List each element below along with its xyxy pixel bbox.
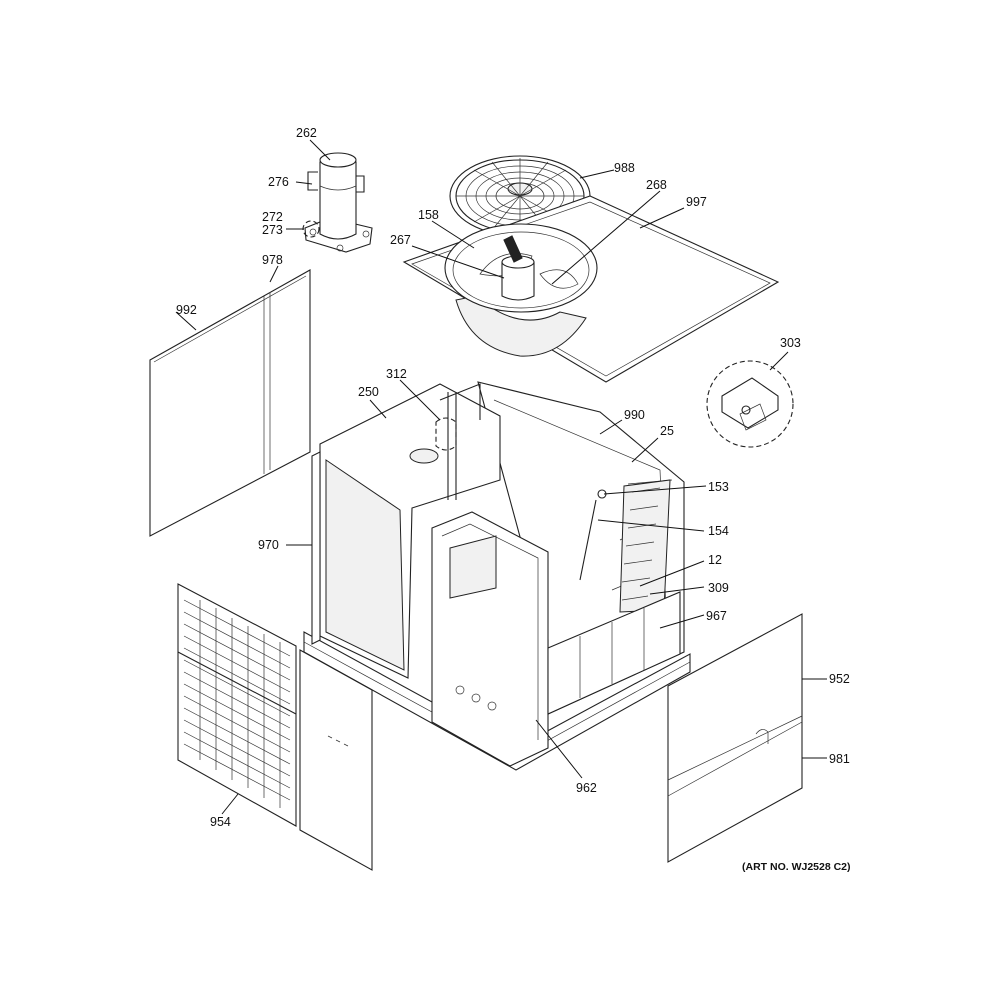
callout-268: 268: [646, 178, 667, 192]
fan-guard: [449, 155, 591, 237]
access-panels: [667, 613, 803, 863]
callout-154: 154: [708, 524, 729, 538]
main-cabinet: [303, 381, 691, 771]
callout-12: 12: [708, 553, 722, 567]
callout-992: 992: [176, 303, 197, 317]
callout-labels: 262 276 272 273 988 268 997 158 267 978 …: [176, 126, 850, 829]
callout-25: 25: [660, 424, 674, 438]
callout-978: 978: [262, 253, 283, 267]
callout-272: 272: [262, 210, 283, 224]
callout-250: 250: [358, 385, 379, 399]
callout-158: 158: [418, 208, 439, 222]
callout-153: 153: [708, 480, 729, 494]
callout-303: 303: [780, 336, 801, 350]
grille-panel: [177, 583, 297, 827]
control-box-detail: [706, 360, 794, 448]
compressor: [302, 152, 373, 253]
top-cover: [402, 195, 780, 383]
callout-262: 262: [296, 126, 317, 140]
callout-309: 309: [708, 581, 729, 595]
callout-990: 990: [624, 408, 645, 422]
callout-967: 967: [706, 609, 727, 623]
art-number-label: (ART NO. WJ2528 C2): [742, 861, 851, 873]
callout-273: 273: [262, 223, 283, 237]
callout-981: 981: [829, 752, 850, 766]
callout-276: 276: [268, 175, 289, 189]
side-panel: [149, 269, 311, 537]
callout-988: 988: [614, 161, 635, 175]
front-panel: [299, 649, 373, 871]
callout-267: 267: [390, 233, 411, 247]
leader-lines: [175, 139, 827, 815]
callout-997: 997: [686, 195, 707, 209]
callout-312: 312: [386, 367, 407, 381]
callout-952: 952: [829, 672, 850, 686]
callout-970: 970: [258, 538, 279, 552]
callout-954: 954: [210, 815, 231, 829]
callout-962: 962: [576, 781, 597, 795]
fan-motor: [479, 235, 579, 301]
